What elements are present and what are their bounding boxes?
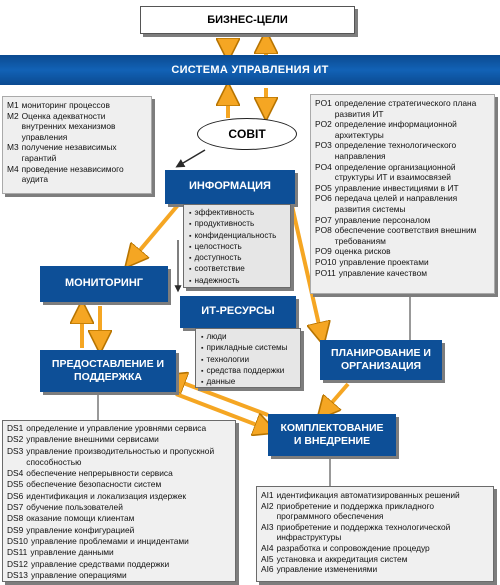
resource-item: данные <box>201 377 295 388</box>
cobit-ellipse: COBIT <box>197 118 297 150</box>
criterion-item: соответствие <box>189 264 285 275</box>
it-resources-box: ИТ-РЕСУРСЫ <box>180 296 296 328</box>
planning-title: ПЛАНИРОВАНИЕ И ОРГАНИЗАЦИЯ <box>331 347 431 372</box>
resource-item: люди <box>201 332 295 343</box>
monitoring-title: МОНИТОРИНГ <box>65 277 143 290</box>
criterion-item: эффективность <box>189 208 285 219</box>
business-goals-box: БИЗНЕС-ЦЕЛИ <box>140 6 355 34</box>
acquisition-box: КОМПЛЕКТОВАНИЕ И ВНЕДРЕНИЕ <box>268 414 396 456</box>
it-resources-list: люди прикладные системы технологии средс… <box>201 332 295 388</box>
planning-box: ПЛАНИРОВАНИЕ И ОРГАНИЗАЦИЯ <box>320 340 442 380</box>
arrow-acquisition-to-delivery <box>170 378 269 417</box>
information-criteria-list: эффективность продуктивность конфиденциа… <box>189 208 285 287</box>
criterion-item: надежность <box>189 276 285 287</box>
arrow-cobit-to-information <box>175 149 206 168</box>
it-resources-panel: люди прикладные системы технологии средс… <box>195 328 301 388</box>
criterion-item: доступность <box>189 253 285 264</box>
criterion-item: продуктивность <box>189 219 285 230</box>
information-title: ИНФОРМАЦИЯ <box>189 180 271 193</box>
resource-item: прикладные системы <box>201 343 295 354</box>
business-goals-label: БИЗНЕС-ЦЕЛИ <box>207 14 288 26</box>
resource-item: технологии <box>201 355 295 366</box>
monitoring-box: МОНИТОРИНГ <box>40 266 168 302</box>
cobit-label: COBIT <box>228 127 266 141</box>
it-governance-label: СИСТЕМА УПРАВЛЕНИЯ ИТ <box>171 64 329 76</box>
resource-item: средства поддержки <box>201 366 295 377</box>
delivery-title: ПРЕДОСТАВЛЕНИЕ И ПОДДЕРЖКА <box>51 358 165 383</box>
arrow-information-to-monitoring <box>130 203 180 262</box>
delivery-box: ПРЕДОСТАВЛЕНИЕ И ПОДДЕРЖКА <box>40 350 176 392</box>
criterion-item: конфиденциальность <box>189 231 285 242</box>
it-governance-band: СИСТЕМА УПРАВЛЕНИЯ ИТ <box>0 55 500 85</box>
information-box: ИНФОРМАЦИЯ <box>165 170 295 204</box>
it-resources-title: ИТ-РЕСУРСЫ <box>201 305 275 318</box>
arrow-planning-to-acquisition <box>322 382 350 414</box>
information-criteria-panel: эффективность продуктивность конфиденциа… <box>183 204 291 288</box>
criterion-item: целостность <box>189 242 285 253</box>
arrow-delivery-to-acquisition <box>175 392 270 430</box>
acquisition-title: КОМПЛЕКТОВАНИЕ И ВНЕДРЕНИЕ <box>280 422 384 447</box>
arrow-information-to-planning <box>290 205 322 338</box>
